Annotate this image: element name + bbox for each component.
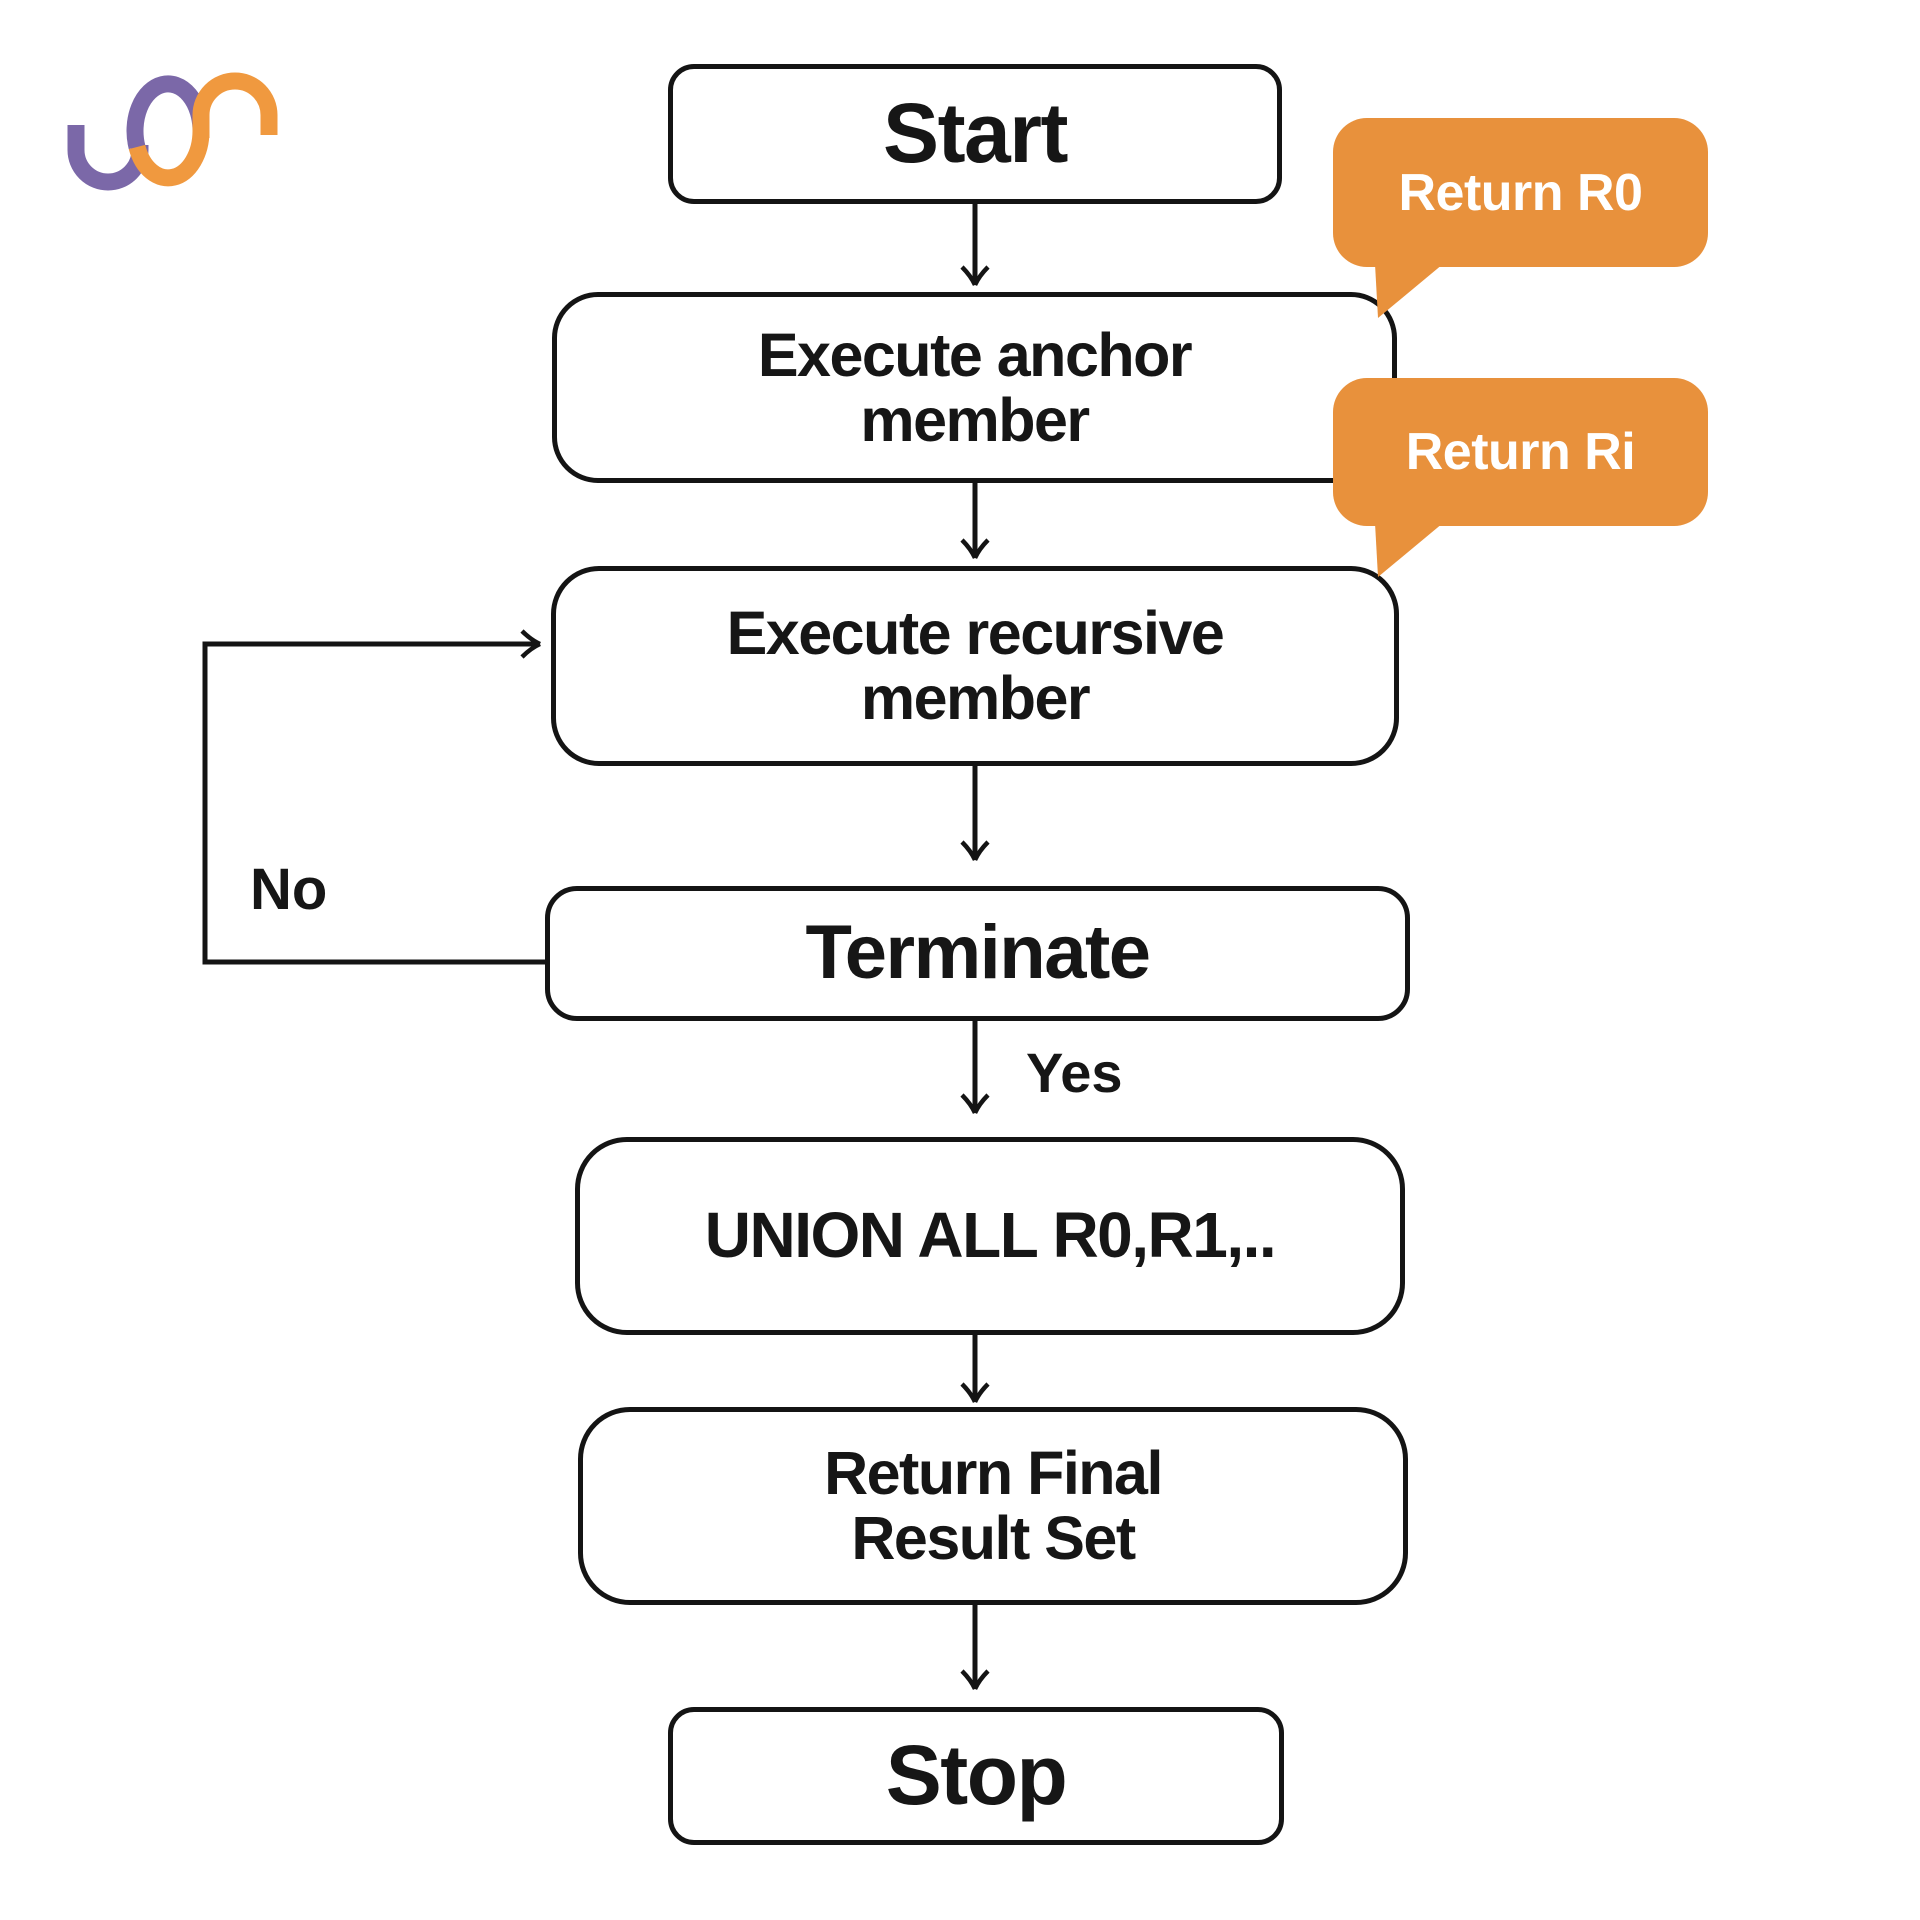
- callout-label: Return Ri: [1405, 423, 1636, 481]
- arrowhead: [960, 1669, 990, 1690]
- node-start: Start: [668, 64, 1282, 204]
- node-union-all: UNION ALL R0,R1,..: [575, 1137, 1405, 1335]
- callout-return-r0: Return R0: [1333, 118, 1708, 318]
- node-label-line1: Execute anchor: [757, 320, 1193, 389]
- edge-label-no: No: [250, 857, 328, 922]
- node-label: UNION ALL R0,R1,..: [704, 1199, 1277, 1272]
- callout-label: Return R0: [1398, 163, 1643, 222]
- callout-tail: [1375, 264, 1443, 318]
- node-label: Start: [883, 86, 1068, 181]
- arrowhead: [960, 1382, 990, 1403]
- node-terminate: Terminate: [545, 886, 1410, 1021]
- node-execute-anchor-member: Execute anchor member: [552, 292, 1397, 483]
- edge-label-yes: Yes: [1026, 1041, 1123, 1104]
- node-label: Terminate: [805, 910, 1151, 996]
- node-label-line2: member: [860, 664, 1091, 732]
- callout-return-ri: Return Ri: [1333, 378, 1708, 577]
- node-label-line2: member: [860, 385, 1090, 454]
- arrowhead: [960, 265, 990, 286]
- logo-n-stroke: [192, 72, 278, 138]
- arrowhead: [960, 840, 990, 861]
- node-label-line1: Return Final: [824, 1439, 1163, 1508]
- arrowhead: [960, 538, 990, 559]
- logo-o-bottom-stroke: [128, 130, 210, 187]
- logo-o-top-stroke: [126, 75, 210, 150]
- node-label-line2: Result Set: [851, 1504, 1136, 1572]
- node-stop: Stop: [668, 1707, 1284, 1845]
- node-label: Stop: [885, 1728, 1068, 1823]
- edge-terminate-recursive-no: [202, 641, 548, 965]
- callout-tail: [1375, 523, 1443, 577]
- node-label-line1: Execute recursive: [726, 599, 1225, 668]
- brand-logo: [58, 50, 288, 205]
- node-execute-recursive-member: Execute recursive member: [551, 566, 1399, 766]
- arrowhead: [960, 1093, 990, 1114]
- node-return-final-result-set: Return Final Result Set: [578, 1407, 1408, 1605]
- arrowhead: [520, 629, 541, 659]
